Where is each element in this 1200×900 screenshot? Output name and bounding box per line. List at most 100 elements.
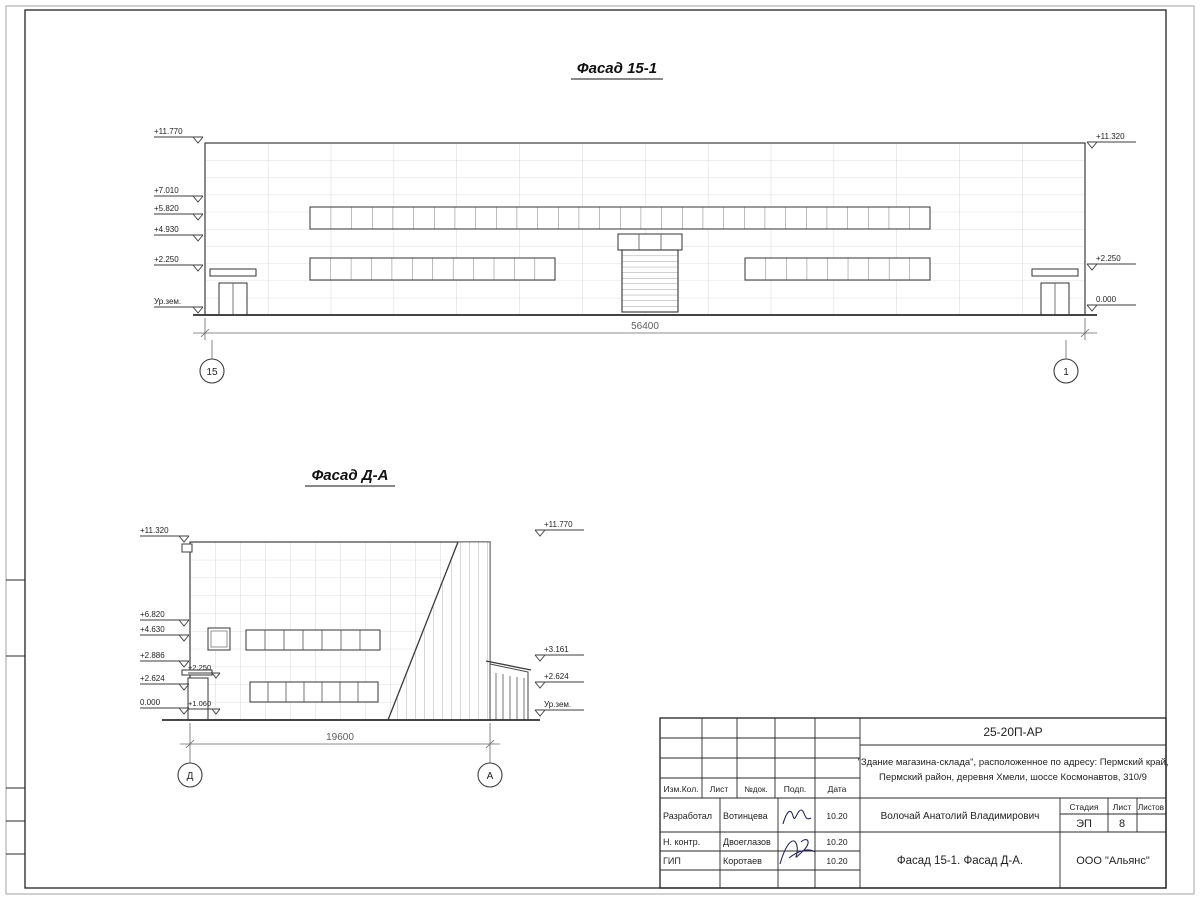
stage-label: Стадия <box>1070 802 1099 812</box>
svg-text:0.000: 0.000 <box>140 698 161 707</box>
row-name: Коротаев <box>723 856 762 866</box>
axis-label: 15 <box>206 367 218 378</box>
facade2-title: Фасад Д-А <box>312 467 389 484</box>
doc-number: 25-20П-АР <box>983 725 1042 739</box>
project-description-line1: "Здание магазина-склада", расположенное … <box>857 757 1168 768</box>
elevation-mark: +11.320 <box>140 526 190 543</box>
sheet-frame <box>5 5 1195 895</box>
drawing-title: Фасад 15-1. Фасад Д-А. <box>897 855 1023 867</box>
elevation-mark: +2.624 <box>534 672 584 689</box>
project-description-line2: Пермский район, деревня Хмели, шоссе Кос… <box>879 772 1147 783</box>
facade1-entrance-right <box>1031 268 1079 316</box>
svg-text:+3.161: +3.161 <box>544 645 569 654</box>
elevation-mark: +2.624 <box>140 674 190 691</box>
elevation-mark: +4.930 <box>154 225 204 242</box>
facade2-parapet-notch <box>181 543 193 553</box>
signature <box>782 809 812 825</box>
elevation-mark: +11.770 <box>154 127 204 144</box>
row-date: 10.20 <box>826 811 848 821</box>
col-header-podp: Подп. <box>784 784 807 794</box>
col-header-data: Дата <box>828 784 847 794</box>
svg-text:+11.320: +11.320 <box>140 526 169 535</box>
inner-frame <box>24 9 1167 889</box>
svg-text:+11.770: +11.770 <box>154 127 183 136</box>
facade1-upper-window-band <box>309 206 931 230</box>
svg-text:+2.624: +2.624 <box>544 672 569 681</box>
svg-text:+2.250: +2.250 <box>1096 254 1121 263</box>
elevation-mark: +2.250 <box>188 663 221 679</box>
svg-text:+2.250: +2.250 <box>188 663 211 672</box>
elevation-mark: 0.000 <box>140 698 190 715</box>
svg-text:+2.886: +2.886 <box>140 651 165 660</box>
facade2-entrance-left <box>181 669 213 721</box>
title-block-hlines <box>660 737 1166 871</box>
facade1-dimension-text: 56400 <box>631 321 659 332</box>
axis-label: 1 <box>1063 367 1069 378</box>
title-block-vlines <box>701 718 1138 888</box>
facade1-elevation-marks-right: +11.320 +2.250 0.000 <box>1086 132 1136 312</box>
facade1-dimension: 56400 <box>193 318 1097 340</box>
svg-text:+11.320: +11.320 <box>1096 132 1125 141</box>
facade2-axis-right: А <box>477 751 503 788</box>
row-date: 10.20 <box>826 837 848 847</box>
title-block-border <box>659 717 1167 889</box>
facade2-dimension-text: 19600 <box>326 732 354 743</box>
facade1-axis-right: 1 <box>1053 340 1079 384</box>
elevation-mark: Ур.зем. <box>534 700 584 717</box>
canopy <box>181 669 213 676</box>
facade2-windows <box>207 627 381 703</box>
elevation-mark: +6.820 <box>140 610 190 627</box>
elevation-mark: Ур.зем. <box>154 297 204 314</box>
col-header-list: Лист <box>710 784 729 794</box>
svg-text:+5.820: +5.820 <box>154 204 179 213</box>
signature <box>779 839 816 865</box>
row-role: ГИП <box>663 856 681 866</box>
facade2-axis-left: Д <box>177 751 203 788</box>
margin-stamp-dividers <box>6 579 25 855</box>
facade1-lower-window-band-right <box>744 257 931 281</box>
svg-text:+7.010: +7.010 <box>154 186 179 195</box>
sheet-number: 8 <box>1119 818 1125 830</box>
elevation-mark: +1.060 <box>188 699 221 715</box>
facade2-annex <box>485 660 532 721</box>
elevation-mark: +4.630 <box>140 625 190 642</box>
facade2-elevation-marks-inner: +2.250 +1.060 <box>188 663 221 715</box>
outer-border <box>5 5 1195 895</box>
axis-label: А <box>487 771 494 782</box>
elevation-mark: +2.250 <box>1086 254 1136 271</box>
facade-d-a-drawing: Фасад Д-А <box>140 467 584 788</box>
svg-text:+6.820: +6.820 <box>140 610 165 619</box>
elevation-mark: 0.000 <box>1086 295 1136 312</box>
elevation-mark: +11.770 <box>534 520 584 537</box>
title-block: 25-20П-АР "Здание магазина-склада", расп… <box>659 717 1169 889</box>
elevation-mark: +2.886 <box>140 651 190 668</box>
row-role: Н. контр. <box>663 837 700 847</box>
elevation-mark: +11.320 <box>1086 132 1136 149</box>
elevation-mark: +5.820 <box>154 204 204 221</box>
axis-label: Д <box>187 771 194 782</box>
facade1-entrance-left <box>209 268 257 316</box>
facade1-elevation-marks-left: +11.770 +7.010 +5.820 +4.930 +2.250 Ур.з… <box>154 127 204 314</box>
svg-text:+1.060: +1.060 <box>188 699 211 708</box>
col-header-ndok: №док. <box>744 785 767 794</box>
svg-text:+4.630: +4.630 <box>140 625 165 634</box>
facade-15-1-drawing: Фасад 15-1 <box>154 60 1136 384</box>
elevation-mark: +3.161 <box>534 645 584 662</box>
facade2-diagonal-edge <box>387 541 459 721</box>
row-role: Разработал <box>663 811 712 821</box>
canopy <box>1031 268 1079 277</box>
svg-text:+2.250: +2.250 <box>154 255 179 264</box>
col-header-izm: Изм.Кол. <box>663 784 698 794</box>
facade1-lower-window-band-left <box>309 257 556 281</box>
facade1-title: Фасад 15-1 <box>577 60 657 77</box>
sheet-label: Лист <box>1113 802 1132 812</box>
svg-text:Ур.зем.: Ур.зем. <box>154 297 181 306</box>
elevation-mark: +7.010 <box>154 186 204 203</box>
svg-text:0.000: 0.000 <box>1096 295 1117 304</box>
facade2-elevation-marks-left: +11.320 +6.820 +4.630 +2.886 +2.624 0.00… <box>140 526 190 715</box>
svg-text:+11.770: +11.770 <box>544 520 573 529</box>
facade1-axis-left: 15 <box>199 340 225 384</box>
row-name: Двоеглазов <box>723 837 771 847</box>
